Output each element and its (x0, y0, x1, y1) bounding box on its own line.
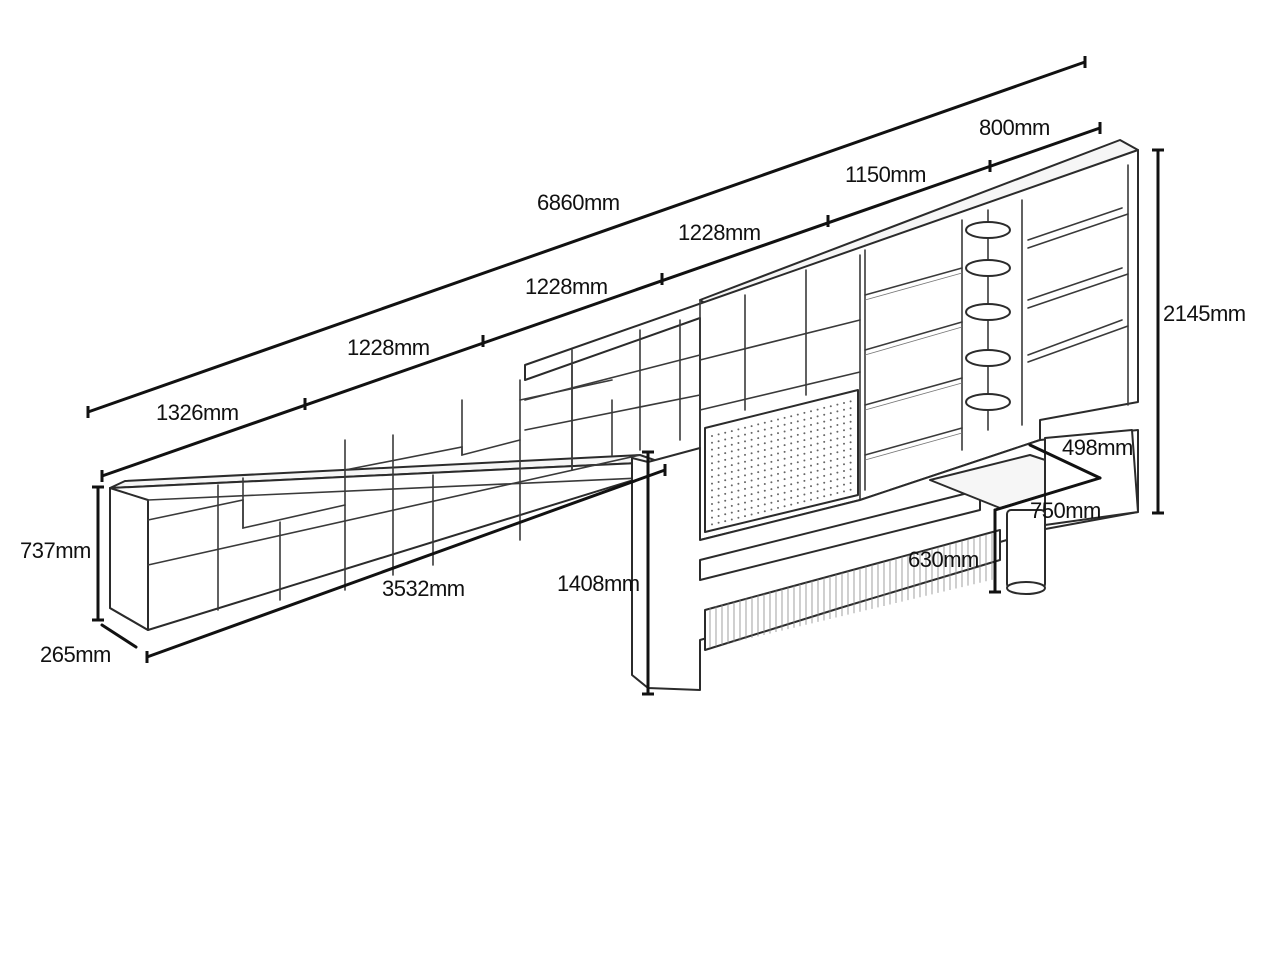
perforated-panel (704, 389, 859, 533)
low-bookcase-side (109, 487, 149, 631)
label-630: 630mm (908, 547, 979, 572)
dim-line-498 (1028, 443, 1102, 480)
dim-line-total-length (86, 60, 1087, 414)
dimension-labels: 6860mm 1326mm 1228mm 1228mm 1228mm 1150m… (20, 115, 1246, 667)
table-leg-base (1006, 581, 1046, 595)
dim-line-750 (993, 476, 1102, 512)
perforation-grid (711, 400, 852, 526)
drawer-strip (699, 489, 981, 581)
label-seg-6: 800mm (979, 115, 1050, 140)
upper-shelf-line (524, 394, 701, 431)
low-bookcase (109, 364, 661, 631)
label-2145: 2145mm (1163, 301, 1246, 326)
label-737: 737mm (20, 538, 91, 563)
glass-shelves-left (864, 267, 963, 461)
label-seg-5: 1150mm (845, 162, 926, 187)
low-shelf-line (344, 439, 521, 471)
label-3532: 3532mm (382, 576, 465, 601)
label-1408: 1408mm (557, 571, 640, 596)
label-498: 498mm (1062, 435, 1133, 460)
low-shelf-line (147, 454, 641, 566)
rotating-shelf (965, 209, 1011, 431)
label-seg-2: 1228mm (347, 335, 430, 360)
low-bookcase-inner-top (147, 477, 641, 501)
dim-line-265 (100, 623, 138, 649)
label-750: 750mm (1030, 498, 1101, 523)
low-bookcase-front (109, 461, 661, 631)
dim-line-segments (100, 126, 1102, 478)
dim-line-3532 (145, 468, 667, 659)
label-265: 265mm (40, 642, 111, 667)
low-shelf-line (147, 499, 346, 530)
label-seg-1: 1326mm (156, 400, 239, 425)
label-seg-4: 1228mm (678, 220, 761, 245)
dimension-lines (86, 56, 1164, 696)
label-total-length: 6860mm (537, 190, 620, 215)
upper-bookcase (524, 139, 1139, 541)
side-table (929, 429, 1139, 595)
upper-shelf-line (699, 371, 861, 411)
fluted-lines (709, 532, 993, 648)
upper-shelf-line (699, 319, 861, 361)
glass-shelves-right (1027, 207, 1129, 363)
label-seg-3: 1228mm (525, 274, 608, 299)
upper-shelf-line (524, 354, 701, 401)
